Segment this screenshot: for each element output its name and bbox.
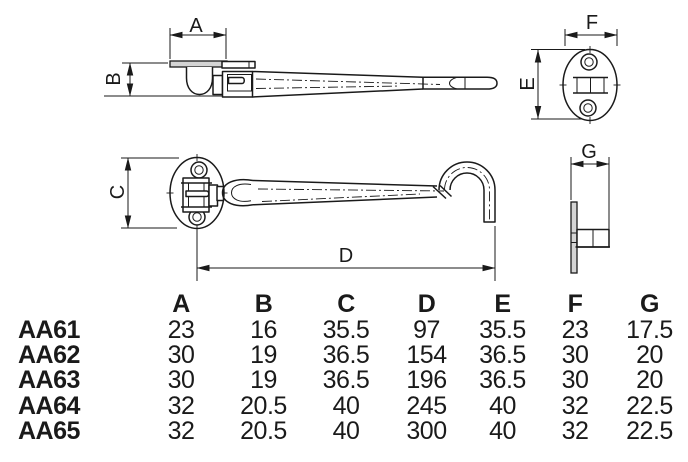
- table-row: AA63 30 19 36.5 196 36.5 30 20: [0, 368, 688, 393]
- screw-hole-inner: [583, 103, 593, 113]
- model-label: AA64: [18, 391, 80, 420]
- col-header-e: E: [494, 290, 511, 319]
- table-header-row: A B C D E F G: [0, 292, 688, 317]
- plate-front-view: F E: [517, 12, 621, 124]
- centerline: [261, 193, 421, 202]
- clevis-pin: [227, 76, 245, 85]
- joint-miter: [439, 184, 453, 198]
- value-cell: 40: [489, 417, 516, 446]
- value-cell: 17.5: [626, 315, 673, 344]
- dim-label-d: D: [339, 245, 353, 267]
- value-cell: 23: [561, 315, 589, 344]
- value-cell: 36.5: [479, 340, 526, 369]
- eye-neck: [216, 185, 225, 202]
- eye-plate-side-view: G: [570, 141, 610, 274]
- arm-top-edge: [252, 70, 424, 79]
- value-cell: 36.5: [479, 366, 526, 395]
- arm-eye-inner: [230, 183, 252, 202]
- value-cell: 19: [250, 340, 277, 369]
- value-cell: 32: [167, 417, 195, 446]
- model-label: AA65: [18, 417, 80, 446]
- arm-eye-outer: [221, 179, 254, 207]
- pivot-dome: [185, 67, 214, 96]
- table-row: AA62 30 19 36.5 154 36.5 30 20: [0, 340, 688, 369]
- value-cell: 36.5: [322, 340, 370, 369]
- centerline: [255, 85, 401, 89]
- value-cell: 22.5: [626, 391, 673, 420]
- screw-hole-inner: [192, 212, 202, 222]
- value-cell: 32: [167, 391, 195, 420]
- hook-curve: [438, 161, 496, 223]
- value-cell: 19: [250, 366, 277, 395]
- col-header-d: D: [417, 290, 436, 319]
- dim-label-e: E: [517, 77, 539, 90]
- top-view: A B: [103, 15, 498, 98]
- value-cell: 300: [406, 417, 447, 446]
- hook-centerline: [444, 167, 490, 221]
- value-cell: 40: [332, 391, 360, 420]
- plate-edge: [570, 201, 578, 274]
- value-cell: 30: [167, 366, 195, 395]
- dim-label-b: B: [103, 72, 125, 85]
- table-row: AA61 23 16 35.5 97 35.5 23 17.5: [0, 317, 688, 342]
- value-cell: 35.5: [322, 315, 370, 344]
- table-row: AA65 32 20.5 40 300 40 32 22.5: [0, 419, 688, 444]
- value-cell: 32: [561, 391, 589, 420]
- value-cell: 20: [636, 340, 663, 369]
- centerline: [257, 188, 445, 192]
- joint-miter: [432, 185, 447, 200]
- value-cell: 35.5: [479, 315, 526, 344]
- arm-bottom-edge: [252, 196, 438, 206]
- clevis-slot: [227, 74, 252, 92]
- screw-hole: [580, 53, 598, 71]
- value-cell: 32: [561, 417, 589, 446]
- value-cell: 97: [413, 315, 440, 344]
- value-cell: 30: [561, 340, 589, 369]
- value-cell: 40: [489, 391, 516, 420]
- model-label: AA62: [18, 340, 80, 369]
- screw-hole: [579, 99, 597, 117]
- dim-label-a: A: [189, 15, 203, 37]
- tip-bend-contour: [448, 76, 458, 90]
- value-cell: 40: [332, 417, 360, 446]
- value-cell: 16: [250, 315, 277, 344]
- col-header-c: C: [337, 290, 355, 319]
- value-cell: 20: [636, 366, 663, 395]
- col-header-g: G: [640, 290, 659, 319]
- value-cell: 245: [406, 391, 447, 420]
- value-cell: 36.5: [322, 366, 370, 395]
- value-cell: 20.5: [240, 391, 287, 420]
- screw-hole-inner: [194, 165, 204, 175]
- model-label: AA61: [18, 315, 80, 344]
- dim-label-g: G: [581, 141, 597, 163]
- col-header-b: B: [254, 290, 273, 319]
- dim-label-c: C: [107, 185, 129, 199]
- value-cell: 30: [167, 340, 195, 369]
- value-cell: 23: [167, 315, 195, 344]
- hook-tip-top-view: [422, 76, 498, 90]
- col-header-a: A: [172, 290, 190, 319]
- value-cell: 20.5: [240, 417, 287, 446]
- spec-table: A B C D E F G AA61 23 16 35.5 97 35.5 23…: [0, 292, 688, 444]
- arm-bottom-edge: [252, 88, 424, 98]
- model-label: AA63: [18, 366, 80, 395]
- bracket-side-block: [208, 184, 219, 207]
- centerline: [255, 78, 441, 85]
- pivot-neck: [212, 74, 224, 96]
- value-cell: 154: [406, 340, 447, 369]
- pivot-pin: [185, 190, 210, 198]
- bracket-flange: [221, 60, 256, 69]
- col-header-f: F: [567, 290, 583, 319]
- dim-label-f: F: [586, 12, 598, 34]
- screw-hole-inner: [584, 57, 594, 67]
- technical-drawing: A B: [103, 12, 621, 281]
- arm-top-edge: [252, 179, 438, 187]
- value-cell: 30: [561, 366, 589, 395]
- value-cell: 196: [406, 366, 447, 395]
- plate-edge: [169, 60, 228, 68]
- table-row: AA64 32 20.5 40 245 40 32 22.5: [0, 391, 688, 420]
- front-view: C: [107, 154, 496, 281]
- screw-hole: [190, 161, 208, 179]
- value-cell: 22.5: [626, 417, 673, 446]
